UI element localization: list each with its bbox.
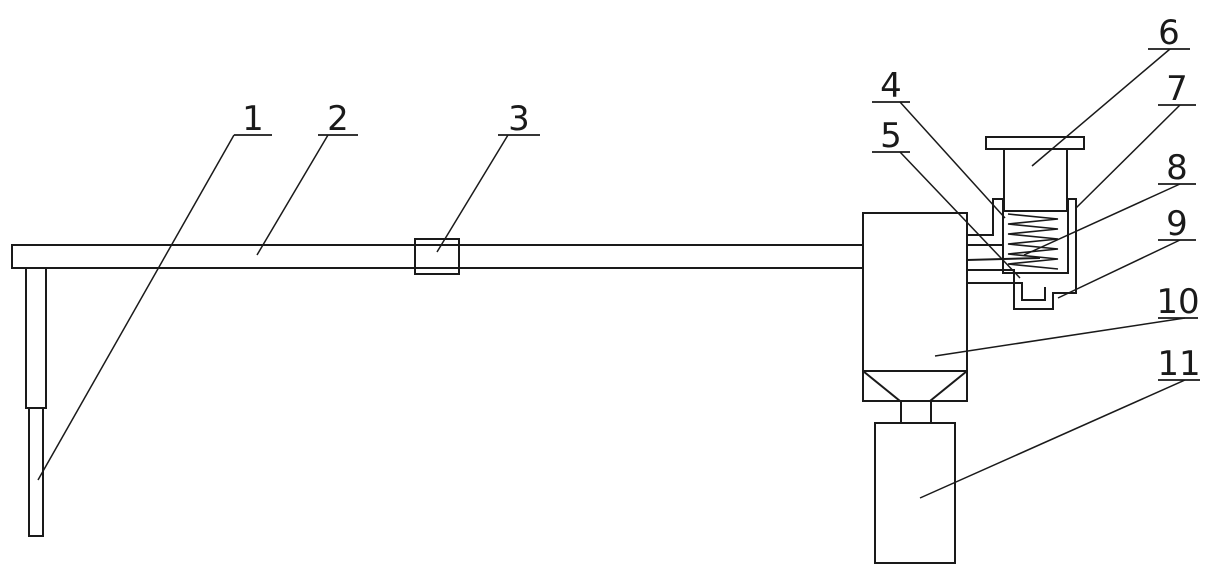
coupling-sleeve (414, 238, 460, 275)
callout-labels: 1 2 3 4 5 6 7 8 9 10 11 (242, 13, 1200, 384)
callout-3: 3 (508, 99, 530, 139)
upper-side-bracket (967, 198, 1004, 246)
leader-lines (37, 48, 1186, 499)
neck-connector (900, 400, 932, 424)
callout-2: 2 (327, 99, 349, 139)
label-underlines (234, 48, 1200, 381)
callout-4: 4 (880, 66, 902, 106)
spring-chamber (1002, 199, 1069, 274)
leader-9 (1057, 239, 1181, 299)
leader-7 (1075, 104, 1181, 209)
leader-8 (1023, 183, 1181, 256)
leader-11 (919, 379, 1186, 499)
slanted-link (966, 257, 1041, 261)
callout-8: 8 (1166, 148, 1188, 188)
leader-2 (256, 134, 329, 256)
leader-6 (1031, 48, 1171, 167)
leader-4 (899, 101, 1006, 219)
callout-10: 10 (1156, 282, 1199, 322)
lower-side-pipe (967, 198, 1077, 310)
plunger-cap (985, 136, 1085, 212)
leader-10 (934, 317, 1186, 357)
vertical-post (25, 267, 47, 537)
callout-7: 7 (1166, 69, 1188, 109)
coil-spring (1007, 213, 1059, 270)
leader-1 (37, 134, 235, 481)
callout-5: 5 (880, 116, 902, 156)
leader-3 (436, 134, 509, 253)
callout-9: 9 (1166, 204, 1188, 244)
main-housing (862, 212, 968, 402)
bottom-container (874, 422, 956, 564)
horizontal-arm (11, 244, 864, 269)
leader-5 (899, 151, 1021, 279)
callout-11: 11 (1157, 344, 1200, 384)
callout-1: 1 (242, 99, 264, 139)
callout-6: 6 (1158, 13, 1180, 53)
